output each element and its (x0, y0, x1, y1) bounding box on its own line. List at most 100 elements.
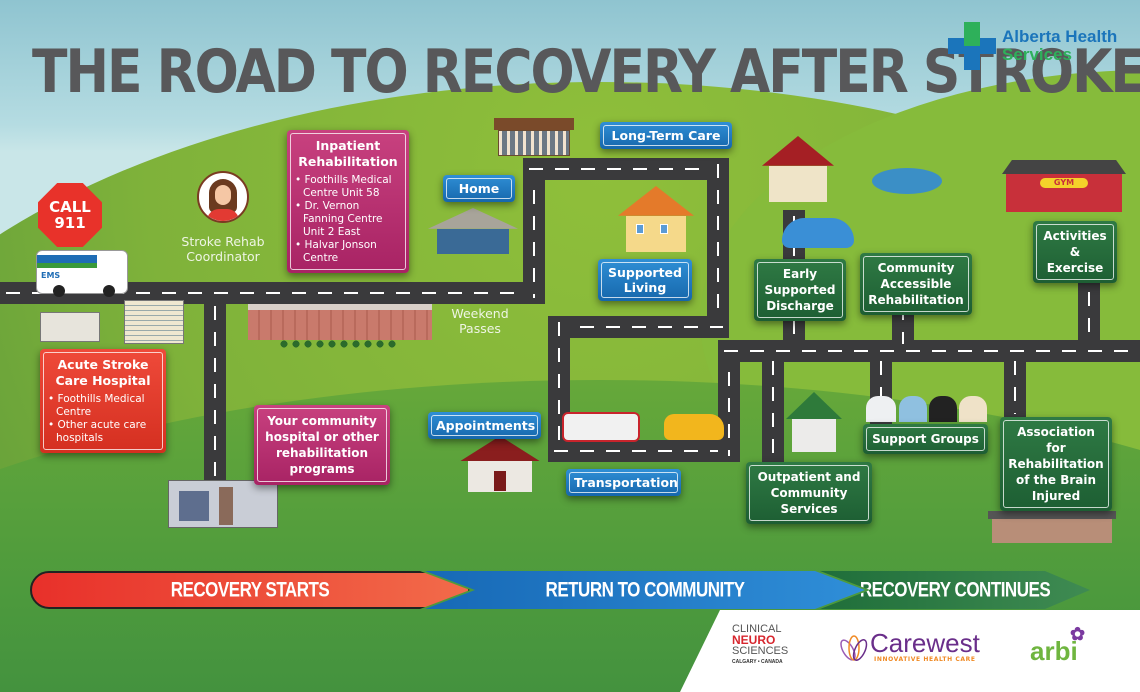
stop-sign-line1: CALL (49, 198, 91, 216)
inpatient-item: Dr. Vernon Fanning Centre Unit 2 East (295, 200, 401, 239)
coordinator-caption-line1: Stroke Rehab (181, 234, 265, 249)
weekend-passes-caption: Weekend Passes (440, 306, 520, 336)
outpatient-house-icon (786, 392, 842, 452)
butterfly-icon: ✿ (1070, 624, 1086, 644)
bus-icon (562, 412, 640, 442)
supported-living-label[interactable]: Supported Living (598, 259, 692, 301)
community-hospital-line1: Your community (267, 414, 377, 428)
home-label[interactable]: Home (443, 175, 515, 202)
arbi-line2: Rehabilitation (1008, 457, 1104, 471)
stop-sign-line2: 911 (54, 214, 86, 232)
weekend-caption-line2: Passes (459, 321, 501, 336)
community-hospital-building (168, 480, 278, 528)
support-groups-text: Support Groups (872, 432, 979, 446)
transportation-text: Transportation (574, 475, 678, 490)
appointments-clinic-icon (460, 436, 540, 492)
arbi-building (988, 511, 1116, 543)
cns-line2: NEURO (732, 633, 776, 647)
outpatient-community-services-label[interactable]: Outpatient and Community Services (746, 462, 872, 524)
appointments-label[interactable]: Appointments (428, 412, 541, 439)
gym-sign: GYM (1040, 178, 1088, 188)
community-hospital-line4: programs (289, 462, 355, 476)
inpatient-title-line1: Inpatient (315, 138, 381, 153)
alberta-health-services-logo: Alberta Health Services (948, 22, 1117, 70)
community-hospital-label[interactable]: Your community hospital or other rehabil… (254, 405, 390, 485)
phase-label: RETURN TO COMMUNITY (545, 577, 745, 602)
acute-item: Foothills Medical Centre (48, 393, 158, 419)
recovery-phase-bar: RECOVERY STARTS RETURN TO COMMUNITY RECO… (30, 571, 1090, 609)
road-community-main (718, 340, 1140, 362)
car-line1: Community (877, 261, 955, 275)
call-911-stop-sign: CALL 911 (38, 183, 102, 247)
acute-stroke-care-hospital-label[interactable]: Acute Stroke Care Hospital Foothills Med… (40, 349, 166, 453)
pond-icon (872, 168, 942, 194)
esd-line3: Discharge (766, 299, 834, 313)
road-to-arbi (1004, 355, 1026, 420)
community-hospital-line3: rehabilitation (275, 446, 369, 460)
outpatient-line2: Community (770, 486, 848, 500)
taxi-icon (664, 414, 724, 440)
ahs-logo-line1: Alberta Health (1002, 27, 1118, 46)
support-group-people-icon (866, 382, 990, 422)
acute-item: Other acute care hospitals (48, 419, 158, 445)
road-main-left (0, 282, 545, 304)
carewest-name: Carewest (870, 628, 980, 658)
car-line2: Accessible (880, 277, 952, 291)
phase-label: RECOVERY CONTINUES (859, 577, 1051, 602)
car-line3: Rehabilitation (868, 293, 964, 307)
transportation-label[interactable]: Transportation (566, 469, 681, 496)
arbi-logo: arbi ✿ (1030, 624, 1085, 667)
outpatient-line1: Outpatient and (757, 470, 861, 484)
activities-line2: & Exercise (1046, 245, 1104, 275)
ambulance-label: EMS (41, 271, 61, 280)
cns-line3: SCIENCES (732, 645, 789, 657)
carewest-petal-icon (840, 635, 868, 661)
appointments-text: Appointments (436, 418, 536, 433)
arbi-name: arbi (1030, 636, 1078, 666)
inpatient-rehabilitation-label[interactable]: Inpatient Rehabilitation Foothills Medic… (287, 130, 409, 273)
activities-line1: Activities (1043, 229, 1107, 243)
cns-line4: CALGARY • CANADA (732, 659, 783, 665)
supported-living-line1: Supported (608, 265, 682, 280)
road-supported-living (548, 316, 729, 338)
arbi-line3: of the Brain (1015, 473, 1097, 487)
road-to-outpatient (762, 355, 784, 465)
activities-exercise-label[interactable]: Activities & Exercise (1033, 221, 1117, 283)
inpatient-title-line2: Rehabilitation (298, 154, 398, 169)
acute-hospital-list: Foothills Medical Centre Other acute car… (48, 393, 158, 445)
acute-title-line1: Acute Stroke (57, 357, 149, 372)
car-icon (782, 218, 854, 248)
support-groups-label[interactable]: Support Groups (863, 424, 988, 454)
clinical-neurosciences-logo: CLINICAL NEURO SCIENCES CALGARY • CANADA (732, 624, 788, 668)
community-accessible-rehabilitation-label[interactable]: Community Accessible Rehabilitation (860, 253, 972, 315)
arbi-line1: Association for (1017, 425, 1095, 455)
cns-line1: CLINICAL (732, 623, 782, 635)
road-transport-bottom (548, 440, 738, 462)
stroke-rehab-coordinator-avatar (197, 171, 249, 223)
early-supported-discharge-label[interactable]: Early Supported Discharge (754, 259, 846, 321)
esd-house-icon (762, 136, 834, 202)
inpatient-item: Halvar Jonson Centre (295, 239, 401, 265)
inpatient-item: Foothills Medical Centre Unit 58 (295, 174, 401, 200)
inpatient-rehab-building (248, 304, 432, 350)
home-house-icon (428, 208, 518, 254)
supported-living-line2: Living (623, 280, 667, 295)
acute-hospital-building (40, 300, 190, 344)
arbi-association-label[interactable]: Association for Rehabilitation of the Br… (1000, 417, 1112, 511)
long-term-care-label[interactable]: Long-Term Care (600, 122, 732, 149)
road-ltc-top (523, 158, 728, 180)
coordinator-caption: Stroke Rehab Coordinator (168, 234, 278, 264)
weekend-caption-line1: Weekend (451, 306, 509, 321)
esd-line2: Supported (764, 283, 836, 297)
road-ltc-right (707, 158, 729, 338)
carewest-tagline: INNOVATIVE HEALTH CARE (874, 656, 976, 663)
community-hospital-line2: hospital or other (265, 430, 379, 444)
arbi-line4: Injured (1031, 489, 1081, 503)
ambulance-icon: EMS (36, 250, 128, 297)
gym-building: GYM (1002, 160, 1126, 212)
phase-return-to-community: RETURN TO COMMUNITY (425, 571, 865, 609)
ahs-logo-line2: Services (1002, 45, 1072, 64)
outpatient-line3: Services (780, 502, 838, 516)
road-up-to-ltc (523, 158, 545, 304)
